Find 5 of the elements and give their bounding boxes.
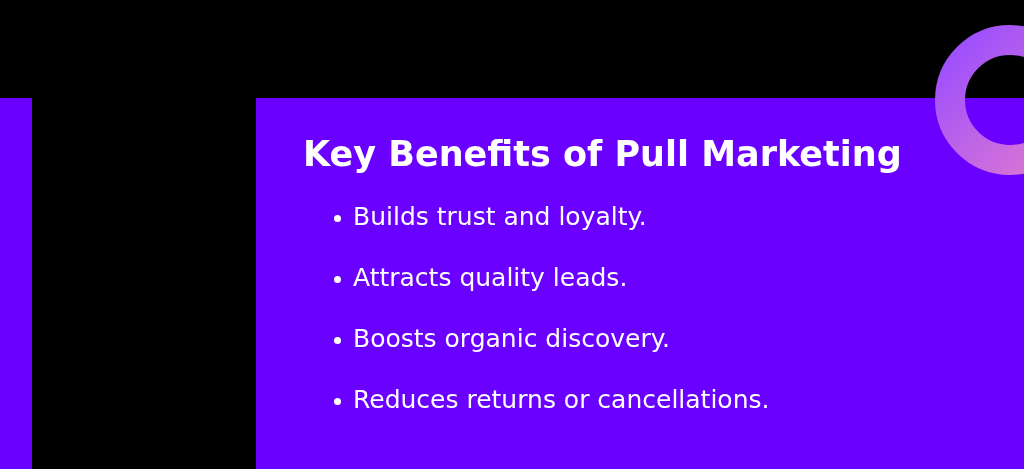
bullet-text: Reduces returns or cancellations. xyxy=(353,385,770,414)
bullet-text: Builds trust and loyalty. xyxy=(353,202,647,231)
bullet-text: Boosts organic discovery. xyxy=(353,324,670,353)
title: Key Benefits of Pull Marketing xyxy=(303,134,902,174)
bullet-text: Attracts quality leads. xyxy=(353,263,628,292)
